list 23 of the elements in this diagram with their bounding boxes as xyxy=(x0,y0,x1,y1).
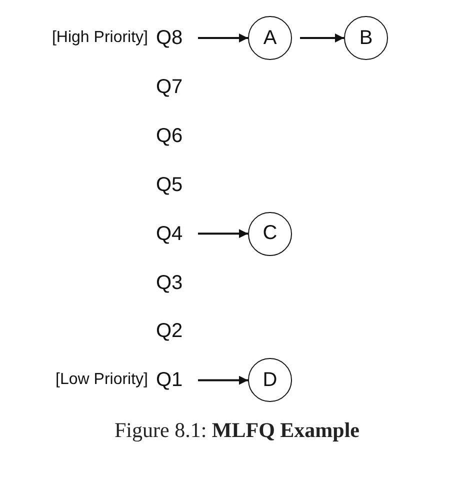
queue-label: Q3 xyxy=(156,270,183,296)
process-circle xyxy=(248,16,292,60)
queue-label: Q7 xyxy=(156,74,183,100)
arrow xyxy=(198,34,248,42)
queue-label: Q8 xyxy=(156,25,183,51)
queue-label: Q2 xyxy=(156,319,183,344)
process-circle xyxy=(248,358,292,402)
arrow xyxy=(198,229,248,238)
queue-label: Q6 xyxy=(156,124,183,149)
arrow xyxy=(300,34,344,42)
process-circle xyxy=(248,212,292,256)
process-circle xyxy=(344,16,388,60)
queue-label: Q1 xyxy=(156,367,183,394)
arrow xyxy=(198,376,248,385)
node-label: B xyxy=(359,26,373,50)
node-label: D xyxy=(262,368,278,392)
node-label: C xyxy=(262,222,278,246)
queue-label: Q4 xyxy=(156,220,183,247)
priority-label: [Low Priority] xyxy=(56,370,148,390)
priority-label: [High Priority] xyxy=(52,28,148,48)
node-label: A xyxy=(263,26,277,50)
figure-caption: Figure 8.1: MLFQ Example xyxy=(114,418,360,443)
queue-label: Q5 xyxy=(156,172,183,198)
